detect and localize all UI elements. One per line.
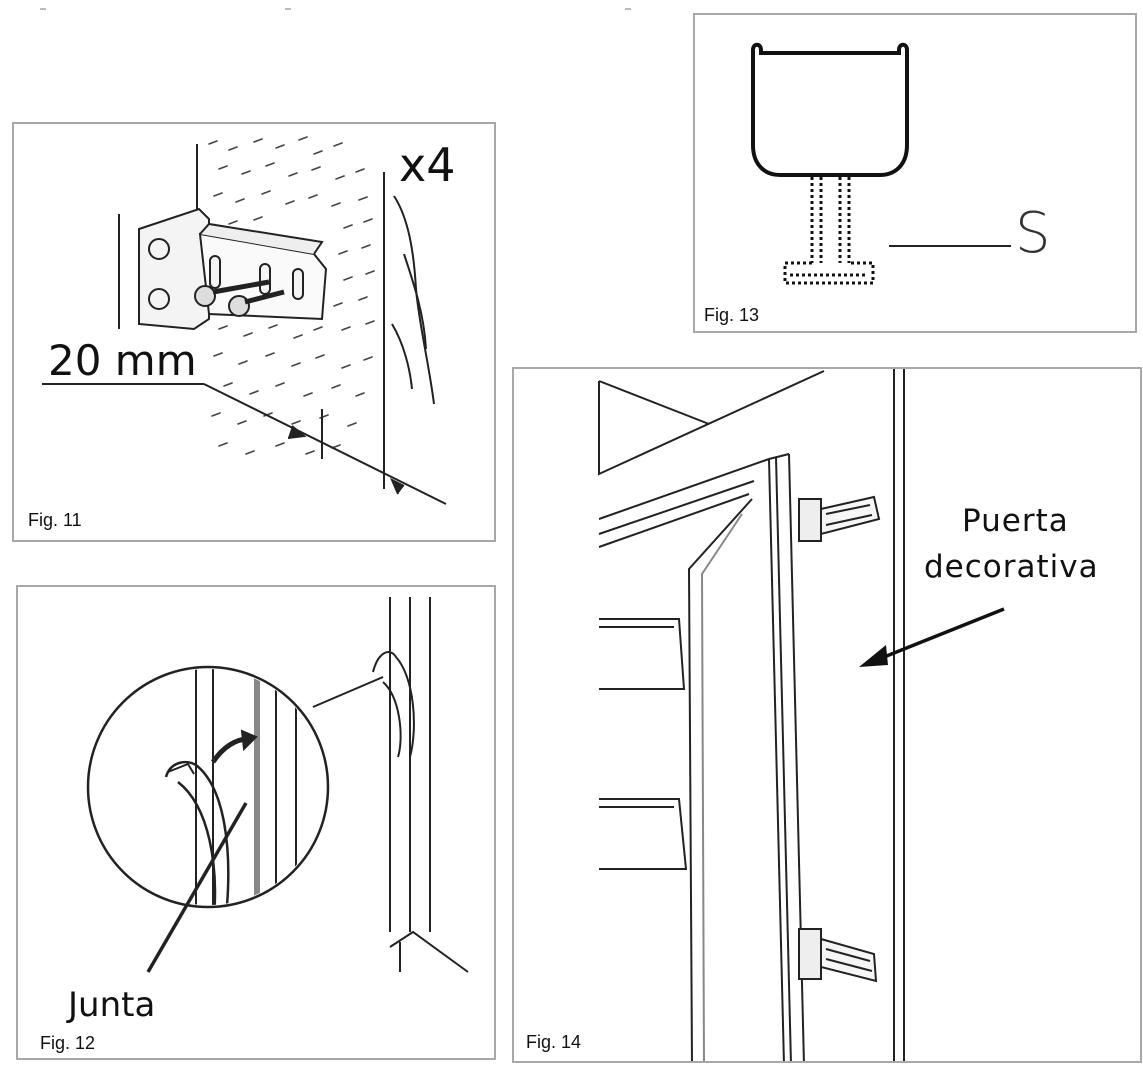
scan-mark bbox=[285, 8, 291, 10]
scan-mark bbox=[625, 8, 631, 10]
wall-bracket-illustration bbox=[42, 136, 447, 505]
bracket bbox=[118, 207, 328, 331]
profile-illustration bbox=[751, 42, 1011, 285]
figure-14-panel: Puerta decorativa Fig. 14 bbox=[512, 367, 1142, 1063]
door-seal-illustration bbox=[86, 597, 469, 973]
figure-caption: Fig. 14 bbox=[526, 1032, 582, 1052]
screws bbox=[194, 279, 285, 317]
figure-caption: Fig. 13 bbox=[704, 305, 760, 325]
callout-label-line1: Puerta bbox=[962, 503, 1069, 539]
scan-mark bbox=[40, 8, 46, 10]
dimension-lines bbox=[42, 383, 447, 505]
figure-13-panel: S Fig. 13 bbox=[693, 13, 1137, 333]
figure-caption: Fig. 11 bbox=[28, 510, 82, 530]
callout-label-line2: decorativa bbox=[924, 549, 1099, 585]
distance-label: 20 mm bbox=[48, 336, 197, 385]
figure-11-panel: x4 20 mm Fig. 11 bbox=[12, 122, 496, 542]
figure-12-panel: Junta Fig. 12 bbox=[16, 585, 496, 1060]
wall-texture bbox=[208, 136, 375, 455]
decorative-door-illustration bbox=[598, 369, 1005, 1061]
figure-caption: Fig. 12 bbox=[40, 1033, 96, 1053]
quantity-label: x4 bbox=[399, 138, 456, 192]
callout-label: S bbox=[1015, 201, 1051, 266]
callout-label: Junta bbox=[68, 985, 156, 1025]
